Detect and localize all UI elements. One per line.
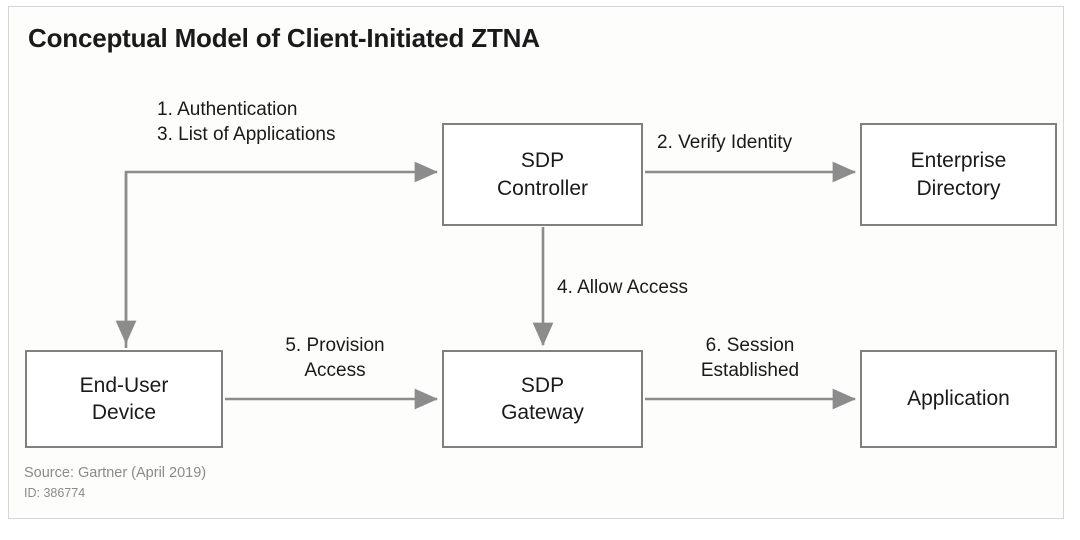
edge-label-allow-access: 4. Allow Access bbox=[557, 276, 688, 301]
source-id: ID: 386774 bbox=[24, 486, 86, 500]
edge-label-session-established: 6. Session Established bbox=[655, 334, 845, 383]
edge-label-auth-list: 1. Authentication 3. List of Application… bbox=[157, 98, 336, 147]
page-title: Conceptual Model of Client-Initiated ZTN… bbox=[28, 23, 540, 53]
edge-label-provision-access-line2: Access bbox=[304, 359, 366, 381]
node-sdp-controller-line2: Controller bbox=[496, 176, 589, 200]
edge-label-provision-access-line1: 5. Provision bbox=[285, 335, 385, 356]
node-sdp-gateway-line1: SDP bbox=[520, 373, 565, 397]
edge-label-auth-list-line2: 3. List of Applications bbox=[157, 123, 336, 145]
node-end-user-device-line1: End-User bbox=[79, 373, 169, 397]
edge-label-auth-list-line1: 1. Authentication bbox=[157, 99, 298, 120]
node-sdp-gateway[interactable]: SDP Gateway bbox=[442, 350, 643, 448]
node-sdp-gateway-line2: Gateway bbox=[501, 401, 584, 424]
edge-label-allow-access-line1: 4. Allow Access bbox=[557, 277, 688, 298]
node-end-user-device-line2: Device bbox=[91, 401, 157, 424]
edge-label-verify-identity: 2. Verify Identity bbox=[657, 131, 792, 156]
edge-label-verify-identity-line1: 2. Verify Identity bbox=[657, 132, 793, 153]
node-end-user-device[interactable]: End-User Device bbox=[25, 350, 223, 448]
node-enterprise-directory-line1: Enterprise bbox=[910, 149, 1007, 173]
edge-label-session-established-line2: Established bbox=[700, 359, 800, 381]
source-attribution: Source: Gartner (April 2019) bbox=[24, 465, 207, 481]
edge-label-session-established-line1: 6. Session bbox=[705, 335, 795, 356]
node-application[interactable]: Application bbox=[860, 350, 1057, 448]
node-sdp-controller-line1: SDP bbox=[520, 149, 565, 173]
connector-auth-list bbox=[124, 161, 439, 348]
node-application-line1: Application bbox=[907, 387, 1010, 411]
node-enterprise-directory[interactable]: Enterprise Directory bbox=[860, 123, 1057, 226]
node-sdp-controller[interactable]: SDP Controller bbox=[442, 123, 643, 226]
edge-label-provision-access: 5. Provision Access bbox=[240, 334, 430, 383]
node-enterprise-directory-line2: Directory bbox=[916, 176, 1001, 200]
